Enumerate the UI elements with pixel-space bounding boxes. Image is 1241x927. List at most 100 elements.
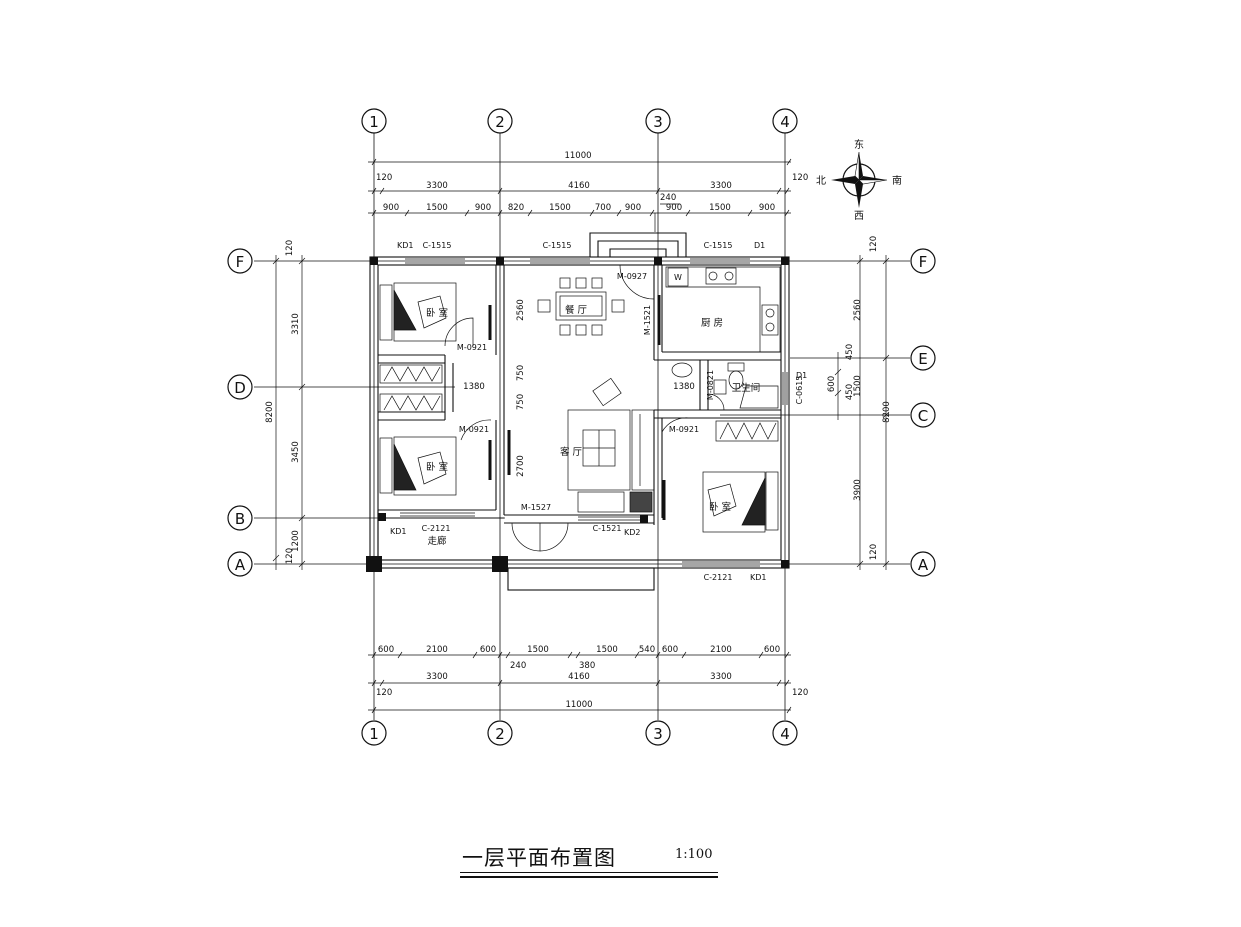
axis-bubble-4-bottom: 4 (772, 720, 798, 746)
svg-text:450: 450 (845, 344, 855, 360)
label-c2121-b: C-2121 (704, 573, 733, 582)
svg-text:120: 120 (792, 688, 808, 698)
svg-text:3310: 3310 (291, 313, 301, 335)
room-bedroom-sw: 卧 室 (426, 461, 448, 473)
label-c1515-a: C-1515 (423, 241, 452, 250)
svg-text:E: E (918, 350, 927, 368)
compass-north: 北 (816, 175, 826, 187)
compass-south: 南 (892, 174, 902, 187)
opening-labels: KD1 C-1515 C-1515 C-1515 D1 M-0927 M-152… (390, 241, 807, 582)
dim-top-3300-b: 3300 (710, 181, 732, 191)
svg-text:450: 450 (845, 384, 855, 400)
bed-e (702, 471, 779, 533)
svg-text:600: 600 (378, 645, 394, 655)
label-washer: W (674, 273, 682, 282)
svg-text:120: 120 (869, 544, 879, 560)
svg-text:1500: 1500 (853, 375, 863, 397)
dim-text-interior: 2560 1380 750 750 2700 1380 (463, 299, 695, 477)
svg-text:1380: 1380 (673, 382, 695, 392)
svg-text:1500: 1500 (549, 203, 571, 213)
axis-bubble-D-left: D (227, 374, 253, 400)
axis-bubble-1-top: 1 (361, 108, 387, 134)
svg-text:2: 2 (495, 725, 505, 743)
dim-top-overall: 11000 (564, 151, 591, 161)
svg-text:2560: 2560 (516, 299, 526, 321)
label-m0927: M-0927 (617, 272, 647, 281)
dining-table (537, 277, 625, 336)
label-kd2: KD2 (624, 528, 641, 537)
svg-text:8200: 8200 (265, 401, 275, 423)
svg-text:4160: 4160 (568, 672, 590, 682)
axis-grid (254, 133, 910, 720)
label-c2121-a: C-2121 (422, 524, 451, 533)
axis-bubble-3-top: 3 (645, 108, 671, 134)
drawing-scale: 1:100 (675, 847, 713, 862)
svg-text:A: A (918, 556, 929, 574)
svg-text:1500: 1500 (596, 645, 618, 655)
svg-text:600: 600 (764, 645, 780, 655)
svg-text:540: 540 (639, 645, 655, 655)
svg-text:120: 120 (285, 548, 295, 564)
svg-text:120: 120 (376, 688, 392, 698)
axis-bubble-1-bottom: 1 (361, 720, 387, 746)
room-bedroom-e: 卧 室 (709, 501, 731, 513)
svg-text:750: 750 (516, 365, 526, 381)
label-m0821: M-0821 (706, 370, 715, 400)
svg-text:900: 900 (475, 203, 491, 213)
label-c1515-c: C-1515 (704, 241, 733, 250)
dim-text-top: 11000 120 3300 4160 3300 120 240 900 150… (376, 151, 808, 213)
svg-text:2100: 2100 (426, 645, 448, 655)
svg-text:C: C (918, 407, 928, 425)
svg-text:3450: 3450 (291, 441, 301, 463)
svg-text:4: 4 (780, 725, 790, 743)
axis-bubble-4-top: 4 (772, 108, 798, 134)
svg-text:3300: 3300 (710, 672, 732, 682)
svg-text:3300: 3300 (426, 672, 448, 682)
title-underline-thin (460, 872, 718, 873)
svg-text:750: 750 (516, 394, 526, 410)
room-bathroom: 卫生间 (732, 382, 761, 394)
label-m0921-b: M-0921 (459, 425, 489, 434)
svg-text:A: A (235, 556, 246, 574)
furniture (379, 266, 781, 533)
svg-text:3900: 3900 (853, 479, 863, 501)
svg-text:3: 3 (653, 725, 663, 743)
svg-text:1: 1 (369, 113, 379, 131)
svg-text:11000: 11000 (565, 700, 592, 710)
dim-text-left: 120 3310 8200 3450 1200 120 (265, 240, 301, 564)
bed-sw (379, 436, 457, 496)
room-corridor: 走廊 (427, 535, 447, 547)
axis-bubbles: 1 2 3 4 1 2 3 4 F D B A F E C A (227, 108, 936, 746)
axis-bubble-2-bottom: 2 (487, 720, 513, 746)
svg-text:700: 700 (595, 203, 611, 213)
svg-text:1: 1 (369, 725, 379, 743)
wardrobe-e (715, 420, 779, 442)
axis-bubble-2-top: 2 (487, 108, 513, 134)
label-c1521: C-1521 (593, 524, 622, 533)
label-m1527: M-1527 (521, 503, 551, 512)
svg-text:600: 600 (480, 645, 496, 655)
dim-top-120-left: 120 (376, 173, 392, 183)
title-underline-thick (460, 876, 718, 878)
svg-text:2: 2 (495, 113, 505, 131)
label-c0615: C-0615 (795, 376, 804, 405)
windows (400, 258, 788, 567)
label-m0921-a: M-0921 (457, 343, 487, 352)
compass-east: 东 (854, 138, 864, 151)
svg-text:1500: 1500 (709, 203, 731, 213)
svg-text:2100: 2100 (710, 645, 732, 655)
label-d1-bath: D1 (796, 371, 807, 380)
dim-top-240: 240 (660, 193, 676, 203)
svg-text:2700: 2700 (516, 455, 526, 477)
living-sofa (567, 377, 655, 513)
svg-text:B: B (235, 510, 245, 528)
svg-text:820: 820 (508, 203, 524, 213)
axis-bubble-C-right: C (910, 402, 936, 428)
columns (366, 257, 789, 572)
axis-bubble-3-bottom: 3 (645, 720, 671, 746)
svg-text:2560: 2560 (853, 299, 863, 321)
svg-text:8200: 8200 (882, 401, 892, 423)
dimension-lines (272, 158, 890, 714)
compass: 东 南 西 北 (816, 138, 902, 222)
room-living: 客 厅 (560, 446, 583, 458)
